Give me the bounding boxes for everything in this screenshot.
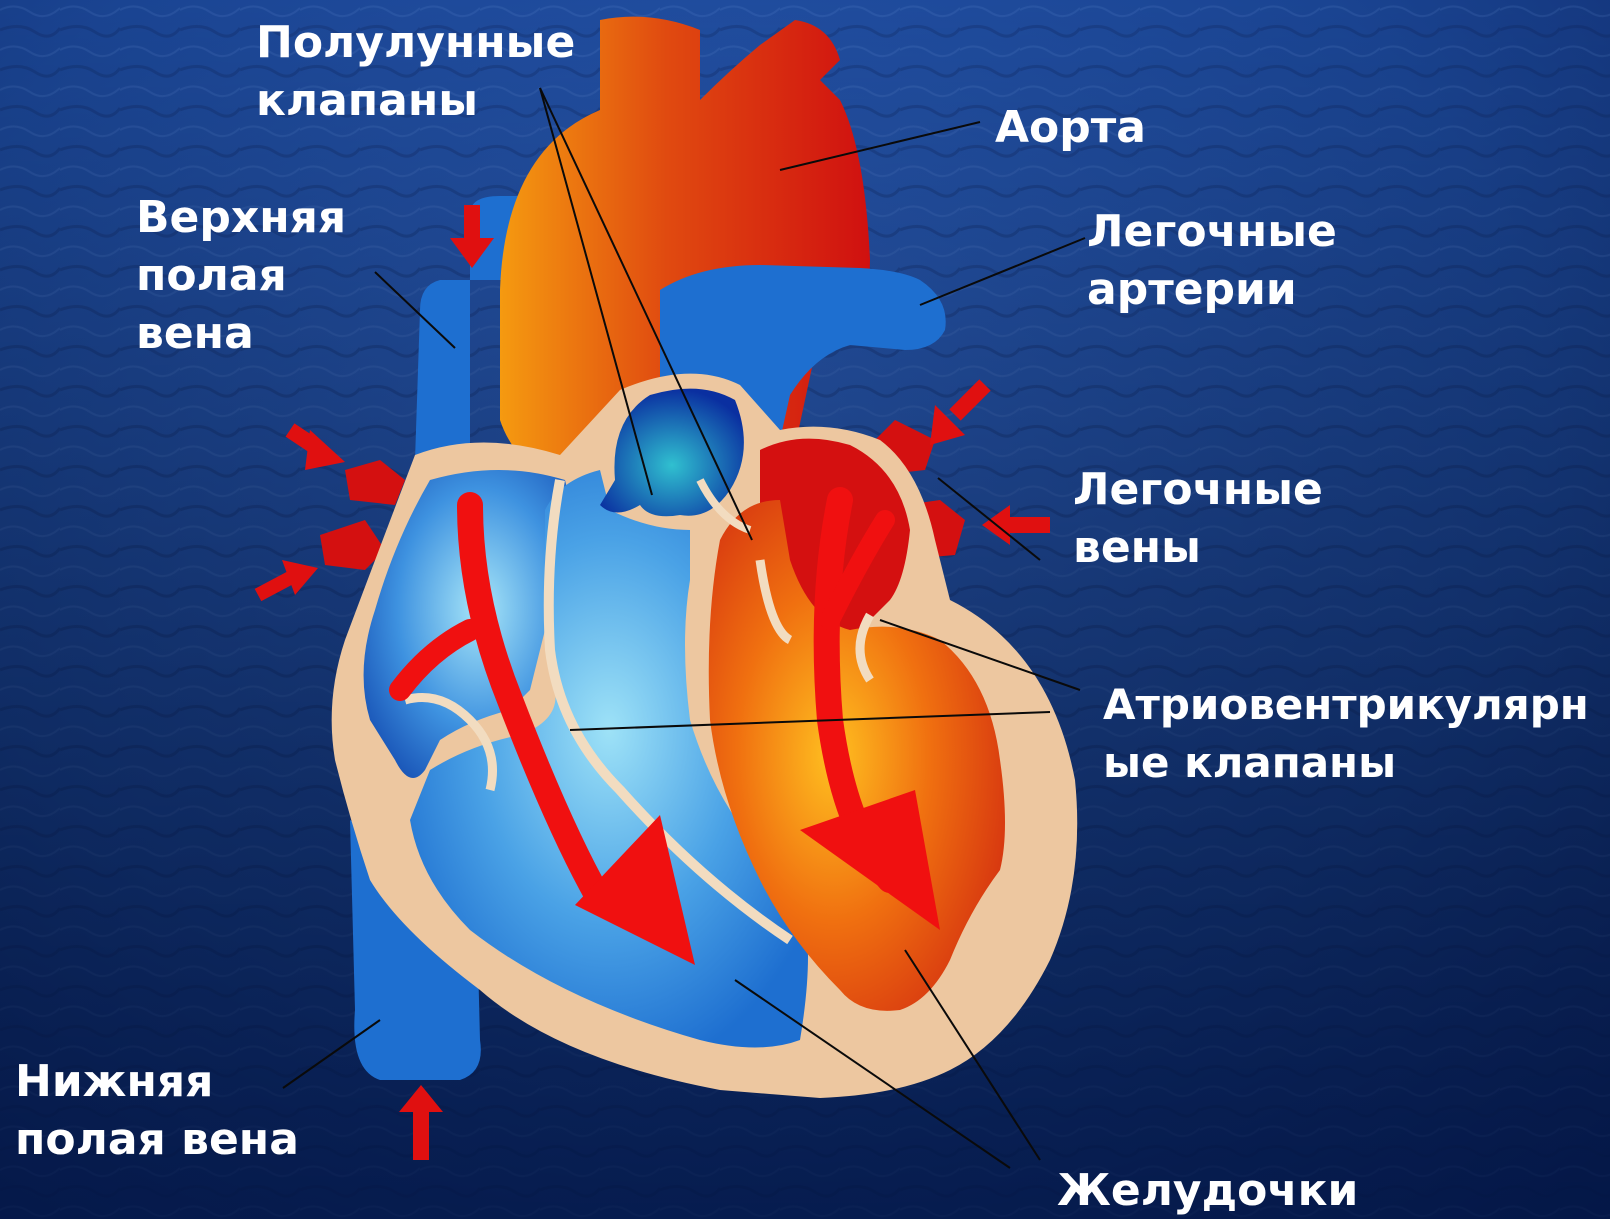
label-superior-vena-cava: Верхняя полая вена xyxy=(136,189,346,363)
label-pulmonary-veins: Легочные вены xyxy=(1073,461,1323,577)
label-ventricles: Желудочки xyxy=(1057,1162,1358,1220)
label-inferior-vena-cava: Нижняя полая вена xyxy=(15,1053,299,1169)
label-aorta: Аорта xyxy=(995,99,1146,157)
label-pulmonary-arteries: Легочные артерии xyxy=(1087,203,1337,319)
label-atrioventricular-valves: Атриовентрикулярн ые клапаны xyxy=(1103,676,1589,792)
label-semilunar-valves: Полулунные клапаны xyxy=(256,14,575,130)
